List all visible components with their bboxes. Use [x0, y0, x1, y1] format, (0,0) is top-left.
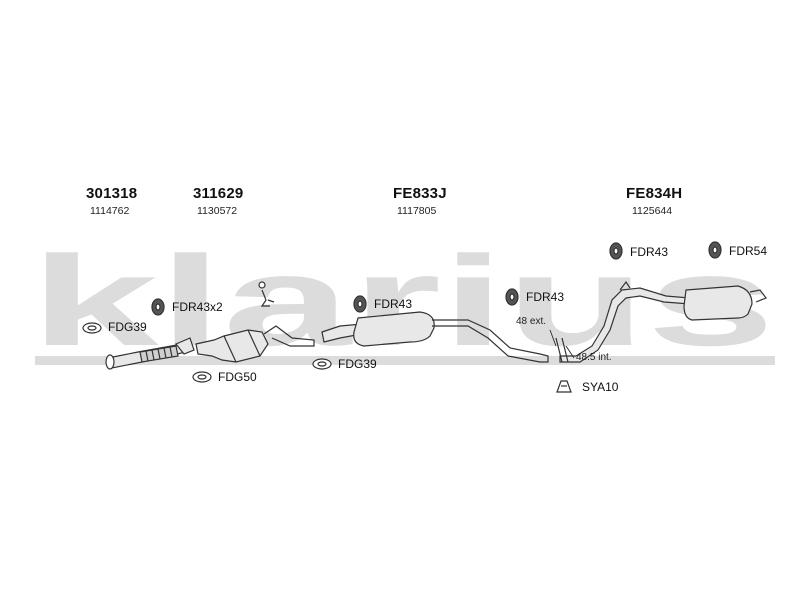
front-pipe	[105, 337, 195, 370]
fitting-label-fdg50: FDG50	[218, 370, 257, 384]
watermark-underline	[35, 356, 775, 365]
fitting-label-fdr43-right-middle: FDR43	[526, 290, 565, 304]
part-number-311629: 311629	[193, 185, 244, 202]
rear-silencer	[555, 280, 767, 363]
fitting-label-fdr43-middle: FDR43	[374, 297, 413, 311]
part-code-1117805: 1117805	[397, 205, 437, 217]
rubber-mount-icon	[613, 247, 619, 255]
part-code-1125644: 1125644	[632, 205, 673, 217]
note-markers	[549, 329, 575, 359]
rubber-mount-icon	[155, 303, 161, 311]
part-number-FE833J: FE833J	[393, 185, 447, 202]
gasket-icon	[197, 374, 207, 380]
note-48-5-int: 48.5 int.	[576, 352, 612, 363]
fitting-label-fdg39-left: FDG39	[108, 320, 147, 334]
fittings-icons	[82, 241, 722, 393]
fitting-label-fdr43x2: FDR43x2	[172, 300, 223, 314]
fitting-label-fdr54: FDR54	[729, 244, 768, 258]
fitting-label-fdg39-middle: FDG39	[338, 357, 377, 371]
fitting-label-sya10: SYA10	[582, 380, 619, 394]
middle-silencer	[321, 311, 549, 363]
part-number-FE834H: FE834H	[626, 185, 683, 202]
rubber-mount-icon	[712, 246, 718, 254]
fitting-label-fdr43-right: FDR43	[630, 245, 669, 259]
rubber-mount-icon	[509, 293, 515, 301]
rubber-mount-icon	[357, 300, 363, 308]
gasket-icon	[87, 325, 97, 331]
gasket-icon	[317, 361, 327, 367]
part-number-301318: 301318	[86, 185, 138, 202]
part-code-1114762: 1114762	[90, 205, 130, 217]
note-48-ext: 48 ext.	[516, 316, 547, 327]
catalytic-converter	[195, 281, 315, 363]
part-code-1130572: 1130572	[197, 205, 238, 217]
